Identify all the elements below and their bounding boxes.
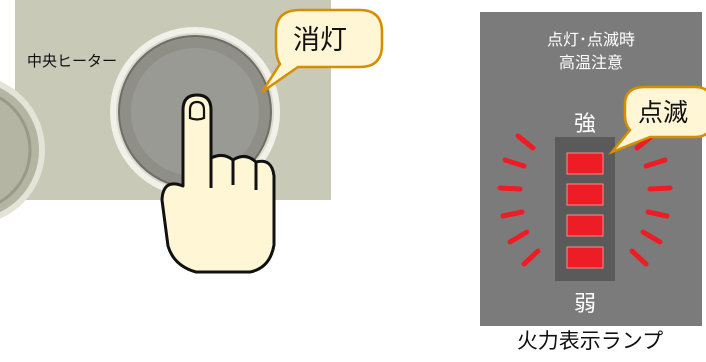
flash-ray-icon [497, 133, 673, 267]
lamp-caption: 火力表示ランプ [516, 329, 664, 353]
level-low-label: 弱 [573, 292, 596, 317]
left-knob [0, 81, 45, 219]
level-high-label: 強 [573, 112, 596, 137]
flash-callout-bubble [607, 85, 706, 155]
lamp-bar-2 [566, 214, 604, 237]
lamp-bar-3 [566, 183, 604, 206]
off-callout-text: 消灯 [293, 25, 347, 56]
lamp-bar-4 [566, 152, 604, 175]
lamp-bar-1 [566, 246, 604, 269]
panel-title-line1: 点灯･点滅時 [546, 30, 635, 49]
flash-callout-text: 点滅 [638, 98, 689, 127]
pointing-hand-icon [160, 93, 276, 274]
off-callout-bubble [260, 8, 384, 94]
heater-label: 中央ヒーター [27, 52, 118, 70]
lamp-bars [566, 152, 604, 269]
panel-title-line2: 高温注意 [558, 53, 623, 72]
